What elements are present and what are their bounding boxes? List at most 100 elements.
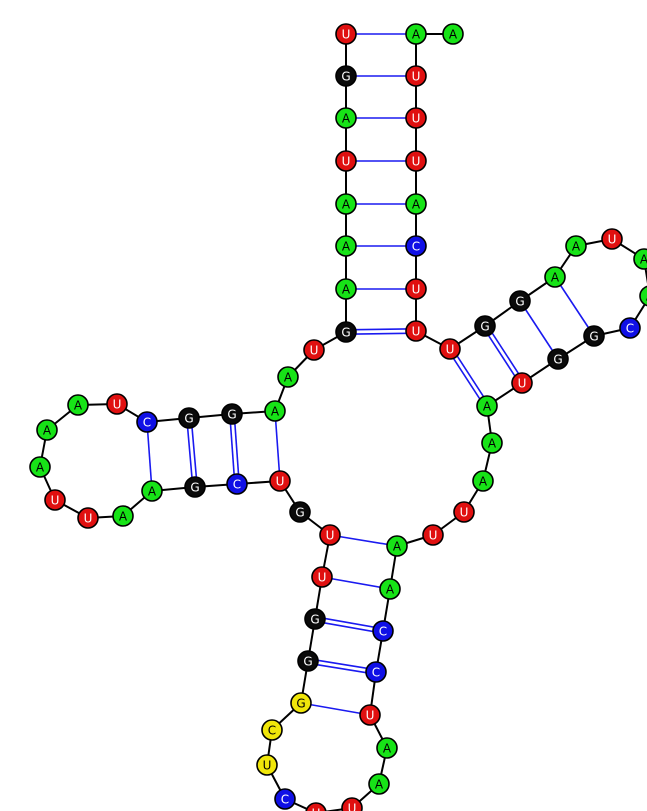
base-pair-bond — [329, 534, 398, 547]
nucleotide-label: A — [74, 399, 83, 413]
nucleotide-circle — [386, 535, 408, 557]
nucleotide-label: A — [393, 540, 402, 554]
nucleotide-U: U — [405, 150, 427, 172]
nucleotide-circle — [376, 737, 398, 759]
nucleotide-C: C — [365, 661, 387, 683]
nucleotide-circle — [405, 278, 427, 300]
nucleotide-label: A — [43, 424, 52, 438]
nucleotide-U: U — [405, 278, 427, 300]
nucleotide-circle — [511, 372, 533, 394]
nucleotide-label: U — [429, 529, 438, 543]
nucleotide-circle — [439, 338, 461, 360]
nucleotide-circle — [405, 150, 427, 172]
nucleotide-A: A — [67, 394, 89, 416]
nucleotide-label: U — [412, 155, 421, 169]
nucleotide-C: C — [619, 317, 641, 339]
nucleotide-label: A — [119, 510, 128, 524]
nucleotide-label: U — [84, 512, 93, 526]
nucleotide-label: C — [372, 666, 380, 680]
nucleotide-circle — [335, 321, 357, 343]
nucleotide-label: A — [646, 290, 647, 304]
nucleotide-circle — [335, 23, 357, 45]
nucleotide-A: A — [481, 432, 503, 454]
nucleotide-label: U — [460, 506, 469, 520]
nucleotide-circle — [619, 317, 641, 339]
base-pair-bond — [321, 576, 391, 590]
nucleotide-G: G — [297, 650, 319, 672]
base-pair-bond — [308, 658, 377, 671]
base-pair-bond — [300, 702, 371, 716]
nucleotide-A: A — [405, 23, 427, 45]
nucleotide-C: C — [261, 719, 283, 741]
nucleotide-label: A — [572, 240, 581, 254]
nucleotide-C: C — [136, 411, 158, 433]
nucleotide-label: U — [310, 344, 319, 358]
nucleotide-G: G — [335, 321, 357, 343]
nucleotide-label: G — [310, 613, 319, 627]
nucleotide-circle — [359, 704, 381, 726]
nucleotide-label: A — [640, 253, 647, 267]
nucleotide-A: A — [565, 235, 587, 257]
nucleotide-circle — [36, 419, 58, 441]
base-pair-bond — [486, 324, 525, 383]
nucleotide-label: A — [148, 485, 157, 499]
nucleotide-circle — [264, 400, 286, 422]
nucleotide-A: A — [544, 266, 566, 288]
nucleotide-A: A — [472, 470, 494, 492]
base-pair-bond — [554, 276, 595, 337]
nucleotide-label: G — [480, 320, 489, 334]
nucleotide-label: A — [383, 742, 392, 756]
nucleotide-label: U — [412, 283, 421, 297]
nucleotide-label: U — [113, 398, 122, 412]
nucleotide-U: U — [601, 228, 623, 250]
nucleotide-A: A — [335, 107, 357, 129]
nucleotide-label: U — [312, 807, 321, 811]
nucleotide-G: G — [335, 65, 357, 87]
nucleotide-G: G — [474, 315, 496, 337]
base-pair-bond — [315, 616, 384, 630]
nucleotide-G: G — [509, 290, 531, 312]
nucleotide-circle — [405, 23, 427, 45]
nucleotide-circle — [29, 456, 51, 478]
nucleotide-label: G — [515, 295, 524, 309]
nucleotide-label: C — [268, 724, 276, 738]
nucleotide-label: C — [143, 416, 151, 430]
nucleotide-label: U — [608, 233, 617, 247]
nucleotide-circle — [335, 193, 357, 215]
nucleotide-A: A — [335, 235, 357, 257]
nucleotide-label: G — [341, 326, 350, 340]
nucleotide-label: U — [412, 70, 421, 84]
nucleotide-circle — [379, 578, 401, 600]
nucleotide-label: A — [551, 271, 560, 285]
nucleotide-circle — [601, 228, 623, 250]
nucleotide-circle — [277, 366, 299, 388]
nucleotide-C: C — [372, 620, 394, 642]
nucleotide-label: A — [342, 112, 351, 126]
nucleotide-A: A — [442, 23, 464, 45]
nucleotide-U: U — [341, 797, 363, 811]
nucleotide-label: U — [348, 802, 357, 811]
nucleotide-G: G — [304, 608, 326, 630]
base-pair-bond — [229, 414, 236, 485]
nucleotide-label: A — [412, 28, 421, 42]
nucleotide-circle — [141, 480, 163, 502]
nucleotide-circle — [290, 692, 312, 714]
nucleotide-A: A — [379, 578, 401, 600]
nucleotide-label: A — [342, 240, 351, 254]
nucleotide-layer: UGAUAAAGUAAGGCUAAAUUAAGCUGUUGGGCUCUUAAUC… — [29, 23, 647, 811]
nucleotide-circle — [547, 348, 569, 370]
nucleotide-U: U — [269, 470, 291, 492]
nucleotide-label: U — [318, 571, 327, 585]
base-pair-bond — [345, 328, 416, 331]
nucleotide-circle — [221, 403, 243, 425]
base-pair-layer — [146, 33, 595, 716]
nucleotide-A: A — [277, 366, 299, 388]
nucleotide-label: G — [303, 655, 312, 669]
nucleotide-G: G — [290, 692, 312, 714]
nucleotide-circle — [474, 315, 496, 337]
nucleotide-A: A — [264, 400, 286, 422]
nucleotide-circle — [256, 754, 278, 776]
nucleotide-C: C — [226, 473, 248, 495]
nucleotide-circle — [311, 566, 333, 588]
nucleotide-label: U — [276, 475, 285, 489]
